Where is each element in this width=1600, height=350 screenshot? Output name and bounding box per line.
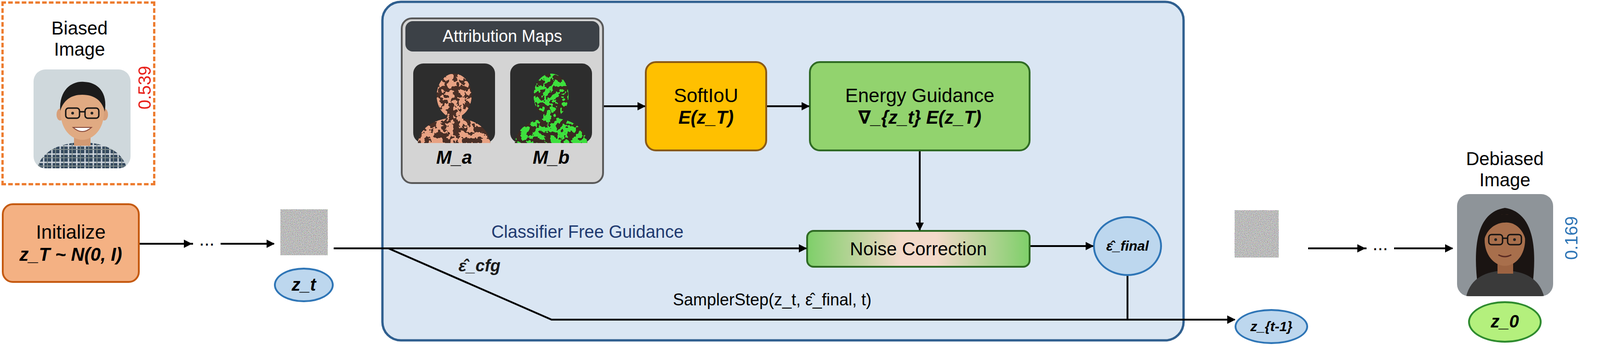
variable-label: ε̂_final (1106, 238, 1150, 255)
photo-background (1457, 193, 1554, 297)
edge-label: SamplerStep(z_t, ε̂_final, t) (672, 290, 872, 309)
hair (60, 81, 106, 112)
process-box: Noise Correction (806, 229, 1031, 268)
debiased-face-image (1457, 193, 1554, 297)
ear (56, 108, 64, 121)
math-expression: z_T ~ N(0, I) (19, 243, 122, 265)
process-box: SoftIoUE(z_T) (644, 61, 768, 152)
box-title: Initialize (35, 221, 106, 244)
group-box: Attribution MapsM_aM_b (400, 17, 604, 184)
plaid-shirt (37, 142, 127, 169)
ear (100, 108, 109, 121)
head (60, 86, 104, 140)
latent-label: z_t (273, 267, 334, 302)
attribution-map: M_a (413, 63, 496, 143)
eye (1513, 238, 1516, 241)
glasses-bridge (79, 111, 86, 113)
continuation-dots: ... (1366, 234, 1395, 253)
attribution-map: M_b (510, 63, 593, 143)
glasses-bridge (1502, 237, 1508, 240)
eye (90, 111, 94, 115)
glasses (1488, 234, 1503, 245)
init-box: Initializez_T ~ N(0, I) (1, 203, 140, 283)
long-hair (1475, 207, 1535, 286)
image-title: Biased Image (33, 7, 126, 70)
image-title: Debiased Image (1458, 147, 1551, 191)
math-label: ε̂_cfg (458, 256, 501, 275)
map-label: M_a (413, 146, 496, 169)
bias-score: 0.169 (1562, 216, 1581, 260)
math-expression: E(z_T) (678, 106, 734, 128)
neck (1497, 256, 1514, 274)
output-image: Debiased Image 0.169 z_0 (1452, 147, 1586, 345)
box-title: Noise Correction (849, 238, 987, 260)
photo-background (33, 69, 131, 169)
method-panel (382, 1, 1184, 341)
math-expression: ∇_{z_t} E(z_T) (858, 106, 982, 128)
variable-ellipse: ε̂_final (1093, 216, 1162, 276)
noise-latent (1234, 210, 1279, 258)
mouth (1498, 254, 1512, 257)
latent-node: z_t (273, 209, 334, 302)
continuation-dots: ... (193, 229, 221, 249)
head (1484, 214, 1526, 266)
eye (71, 111, 75, 115)
arrow-connector (918, 151, 921, 230)
latent-label: z_0 (1468, 301, 1542, 343)
process-box: Energy Guidance∇_{z_t} E(z_T) (808, 61, 1031, 152)
latent-label: z_{t-1} (1234, 308, 1309, 344)
map-label: M_b (510, 146, 593, 169)
box-title: Energy Guidance (845, 84, 995, 107)
biased-face-image (33, 69, 131, 169)
edge-label: Classifier Free Guidance (491, 222, 684, 242)
arrowhead (1357, 244, 1366, 253)
hair (1484, 214, 1526, 239)
glasses (85, 108, 99, 119)
glasses (1507, 234, 1522, 245)
arrow-connector (767, 105, 809, 108)
arrow-connector (333, 247, 807, 250)
shirt (1466, 270, 1544, 297)
arrowhead (183, 239, 193, 248)
noise-latent (280, 209, 328, 256)
eye (1494, 238, 1498, 241)
bias-score: 0.539 (136, 65, 154, 110)
image-frame: Biased Image 0.539 (1, 1, 156, 186)
box-title: SoftIoU (673, 84, 739, 107)
latent-node: z_{t-1} (1234, 210, 1309, 344)
group-title: Attribution Maps (405, 21, 600, 52)
glasses (65, 108, 80, 119)
arrow-connector (1127, 275, 1235, 320)
arrow-connector (1030, 244, 1094, 247)
neck (74, 128, 91, 146)
smile (73, 127, 92, 132)
arrow-connector (603, 105, 645, 108)
